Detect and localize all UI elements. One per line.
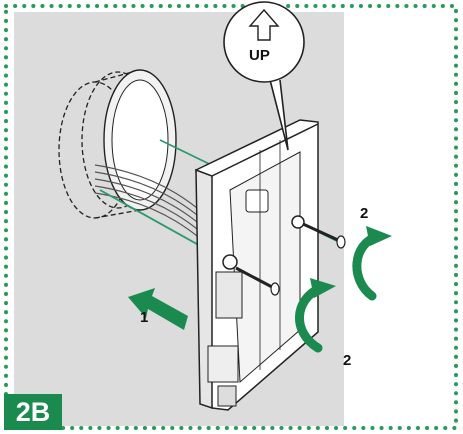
rotate-arrow-top-head [366, 226, 392, 246]
white-background-panel [344, 12, 448, 426]
up-label: UP [249, 47, 270, 64]
push-arrow [128, 288, 188, 330]
step-1-label: 1 [140, 309, 149, 326]
screw-top [302, 222, 346, 249]
up-callout [223, 1, 305, 151]
mounting-plate [195, 119, 319, 411]
step-2-label-bottom: 2 [343, 352, 352, 369]
rotate-arrow-top [352, 231, 383, 301]
figure-badge: 2B [4, 394, 62, 430]
step-2-label-top: 2 [360, 205, 369, 222]
screw-bottom [235, 266, 280, 296]
rotate-arrow-bottom-head [310, 278, 336, 298]
